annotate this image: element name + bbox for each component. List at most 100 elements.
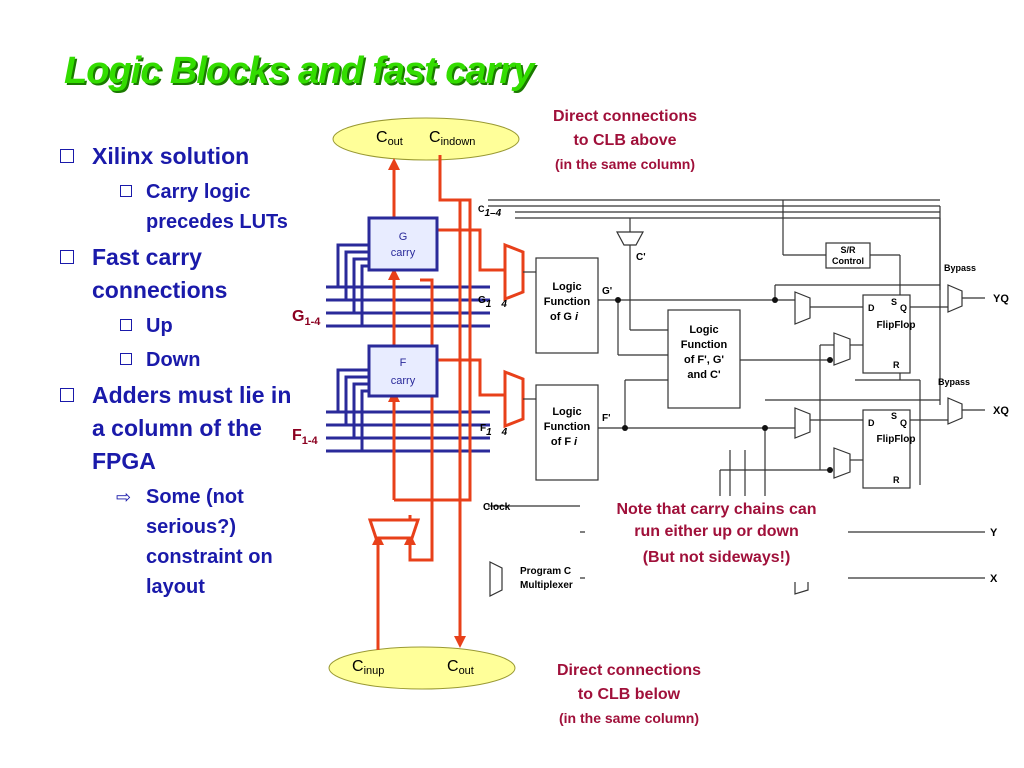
bypass-label: Bypass: [944, 263, 976, 273]
f-carry-label: carry: [391, 375, 416, 387]
bottom-cout-label: Cout: [447, 658, 474, 677]
program-mux-label: Program C: [520, 566, 571, 577]
note-line: to CLB above: [573, 132, 677, 149]
logic-c-label: and C': [687, 369, 721, 381]
arrow-bullet-icon: ⇨: [116, 487, 132, 507]
logic-function-g-box: [535, 257, 599, 354]
arrow-up-icon: [388, 158, 400, 170]
bullet-adders: Adders must lie in a column of the FPGA: [58, 379, 308, 478]
f-input-label: F1-4: [292, 427, 319, 447]
f-prime-label: F': [602, 413, 611, 424]
bullet-text: Adders must lie in a column of the FPGA: [92, 382, 292, 474]
logic-c-label: of F', G': [684, 354, 724, 366]
output-label: XQ: [993, 405, 1009, 417]
bullet-xilinx: Xilinx solution: [58, 140, 308, 173]
note-line: Direct connections: [552, 108, 698, 125]
bottom-connection-oval: [328, 646, 516, 690]
top-cout-label: Cout: [376, 129, 403, 148]
top-connection-oval: [332, 117, 520, 161]
bullet-text: Fast carry connections: [92, 244, 228, 303]
subbullet-down: Down: [58, 345, 308, 375]
logic-f-label: Function: [544, 421, 591, 433]
output-label: YQ: [993, 293, 1009, 305]
checkbox-bullet-icon: [60, 388, 74, 402]
junction-dots: [615, 297, 833, 473]
logic-function-c-box: [667, 309, 741, 409]
carry-wires: [376, 155, 505, 650]
logic-g-label: Function: [544, 296, 591, 308]
bullet-fast-carry: Fast carry connections: [58, 241, 308, 307]
note-line: (in the same column): [558, 710, 700, 726]
bullet-text: Carry logic precedes LUTs: [146, 181, 288, 233]
note-below: Direct connections to CLB below (in the …: [534, 662, 724, 726]
f-input-mux: [503, 369, 525, 429]
g-prime-label: G': [602, 286, 612, 297]
sr-control-box: [825, 242, 871, 269]
arrow-down-icon: [454, 636, 466, 648]
note-line: to CLB below: [577, 686, 681, 703]
subbullet-some: ⇨ Some (not serious?) constraint on layo…: [58, 482, 308, 602]
arrow-up-icon: [388, 268, 400, 280]
logic-c-label: Function: [681, 339, 728, 351]
pin-label: R: [893, 475, 900, 485]
checkbox-bullet-icon: [60, 149, 74, 163]
f-carry-box: [367, 344, 439, 398]
pin-label: S: [891, 297, 897, 307]
program-mux-label: Multiplexer: [520, 580, 573, 591]
note-sideways: Note that carry chains can run either up…: [585, 501, 848, 567]
g-carry-box: [367, 216, 439, 272]
c-input-label: C1–4: [478, 204, 502, 219]
top-cin-label: Cindown: [429, 129, 475, 148]
small-muxes: [489, 231, 963, 597]
pin-label: R: [893, 360, 900, 370]
sr-label: S/R: [840, 245, 856, 255]
bullet-text: Xilinx solution: [92, 143, 250, 169]
g-input-label: G1-4: [292, 308, 321, 328]
logic-f-label: Logic: [552, 406, 581, 418]
checkbox-bullet-icon: [120, 319, 132, 331]
checkbox-bullet-icon: [60, 250, 74, 264]
flipflop-label: FlipFlop: [877, 320, 916, 331]
c-prime-label: C': [636, 252, 646, 263]
flipflop-bottom-box: [862, 409, 911, 489]
bullet-text: Up: [146, 315, 173, 337]
bottom-cin-label: Cinup: [352, 658, 384, 677]
pin-label: Q: [900, 418, 907, 428]
subbullet-up: Up: [58, 311, 308, 341]
note-sideways-box: [585, 496, 848, 582]
note-above: Direct connections to CLB above (in the …: [530, 108, 720, 172]
note-line: Note that carry chains can: [616, 501, 817, 518]
checkbox-bullet-icon: [120, 185, 132, 197]
sr-label: Control: [832, 256, 864, 266]
logic-c-label: Logic: [689, 324, 718, 336]
output-label: X: [990, 573, 998, 585]
logic-g-label: Logic: [552, 281, 581, 293]
carry-mux-bottom: [367, 518, 421, 540]
checkbox-bullet-icon: [120, 353, 132, 365]
pin-label: D: [868, 418, 875, 428]
note-line: (in the same column): [554, 156, 696, 172]
g-input-mux: [503, 242, 525, 302]
subbullet-carry-logic: Carry logic precedes LUTs: [58, 177, 308, 237]
bullet-text: Some (not serious?) constraint on layout: [146, 486, 273, 598]
note-line: run either up or down: [634, 523, 799, 540]
bullet-list: Xilinx solution Carry logic precedes LUT…: [58, 140, 308, 606]
bypass-label: Bypass: [938, 377, 970, 387]
page-title: Logic Blocks and fast carry: [64, 50, 534, 92]
input-bus-lines: [326, 243, 490, 453]
g-carry-label: carry: [391, 247, 416, 259]
pin-label: D: [868, 303, 875, 313]
logic-function-f-box: [535, 384, 599, 481]
pin-label: Q: [900, 303, 907, 313]
output-label: Y: [990, 527, 998, 539]
note-line: (But not sideways!): [642, 549, 791, 566]
f-carry-label: F: [400, 357, 407, 369]
flipflop-top-box: [862, 294, 911, 374]
clock-label: Clock: [483, 502, 511, 513]
note-line: Direct connections: [556, 662, 702, 679]
